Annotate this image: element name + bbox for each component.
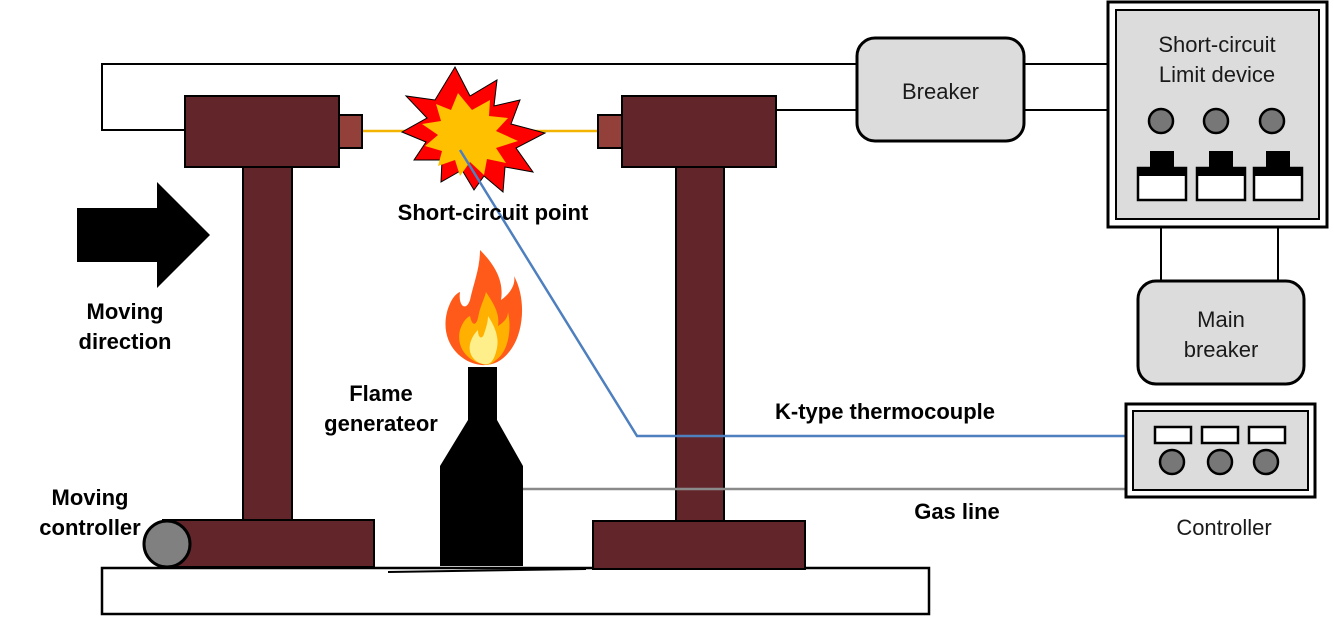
roller-contact-line xyxy=(387,568,587,573)
flame-generator-label-line1: Flame xyxy=(349,381,413,406)
limit-device-label-line1: Short-circuit xyxy=(1158,32,1275,57)
controller-display-3 xyxy=(1247,425,1287,445)
moving-direction-label-line1: Moving xyxy=(87,299,164,324)
moving-controller-label-line2: controller xyxy=(39,515,141,540)
gas-bottle xyxy=(440,367,523,566)
flame-inner-icon xyxy=(469,316,498,365)
left-electrode-holder xyxy=(184,95,340,168)
thermocouple-line xyxy=(458,149,1126,438)
limit-device-label-line2: Limit device xyxy=(1159,62,1275,87)
left-electrode-stand xyxy=(162,95,375,568)
main-breaker-box xyxy=(1136,279,1306,386)
controller-knob-3 xyxy=(1252,448,1280,476)
moving-controller-roller xyxy=(142,519,192,569)
left-stand-base xyxy=(162,519,375,568)
left-electrode-tip xyxy=(338,114,363,149)
moving-direction-arrow xyxy=(77,182,210,288)
right-stand-column xyxy=(675,166,725,522)
right-electrode-tip xyxy=(597,114,623,149)
controller-label: Controller xyxy=(1176,515,1271,540)
left-stand-column xyxy=(242,166,293,521)
controller-knob-2 xyxy=(1206,448,1234,476)
moving-direction-label-line2: direction xyxy=(79,329,172,354)
controller-display-1 xyxy=(1153,425,1193,445)
short-circuit-point-label: Short-circuit point xyxy=(398,200,589,225)
breaker-label: Breaker xyxy=(902,79,979,104)
base-platform xyxy=(100,566,931,616)
controller xyxy=(1124,402,1317,499)
limit-device-knob-2 xyxy=(1202,107,1230,135)
flame-generator-label-line2: generateor xyxy=(324,411,438,436)
right-electrode-holder xyxy=(621,95,777,168)
limit-device-switch-1 xyxy=(1136,151,1188,202)
breaker-box xyxy=(855,36,1026,143)
controller-knob-1 xyxy=(1158,448,1186,476)
breaker: Breaker xyxy=(855,36,1026,143)
thermocouple-label: K-type thermocouple xyxy=(775,399,995,424)
right-stand-base xyxy=(592,520,806,570)
main-breaker: Main breaker xyxy=(1136,279,1306,386)
limit-device-switch-3 xyxy=(1252,151,1304,202)
short-circuit-limit-device: Short-circuit Limit device xyxy=(1106,0,1329,229)
limit-device-knob-1 xyxy=(1147,107,1175,135)
limit-device-knob-3 xyxy=(1258,107,1286,135)
main-breaker-label-line2: breaker xyxy=(1184,337,1259,362)
moving-controller-label-line1: Moving xyxy=(52,485,129,510)
main-breaker-label-line1: Main xyxy=(1197,307,1245,332)
right-electrode-stand xyxy=(592,95,806,570)
gas-line-label: Gas line xyxy=(914,499,1000,524)
burst-inner xyxy=(422,93,518,176)
flame-generator xyxy=(440,250,523,566)
controller-display-2 xyxy=(1200,425,1240,445)
short-circuit-burst xyxy=(400,65,547,194)
limit-device-switch-2 xyxy=(1195,151,1247,202)
circuit-wire-left xyxy=(101,63,857,131)
